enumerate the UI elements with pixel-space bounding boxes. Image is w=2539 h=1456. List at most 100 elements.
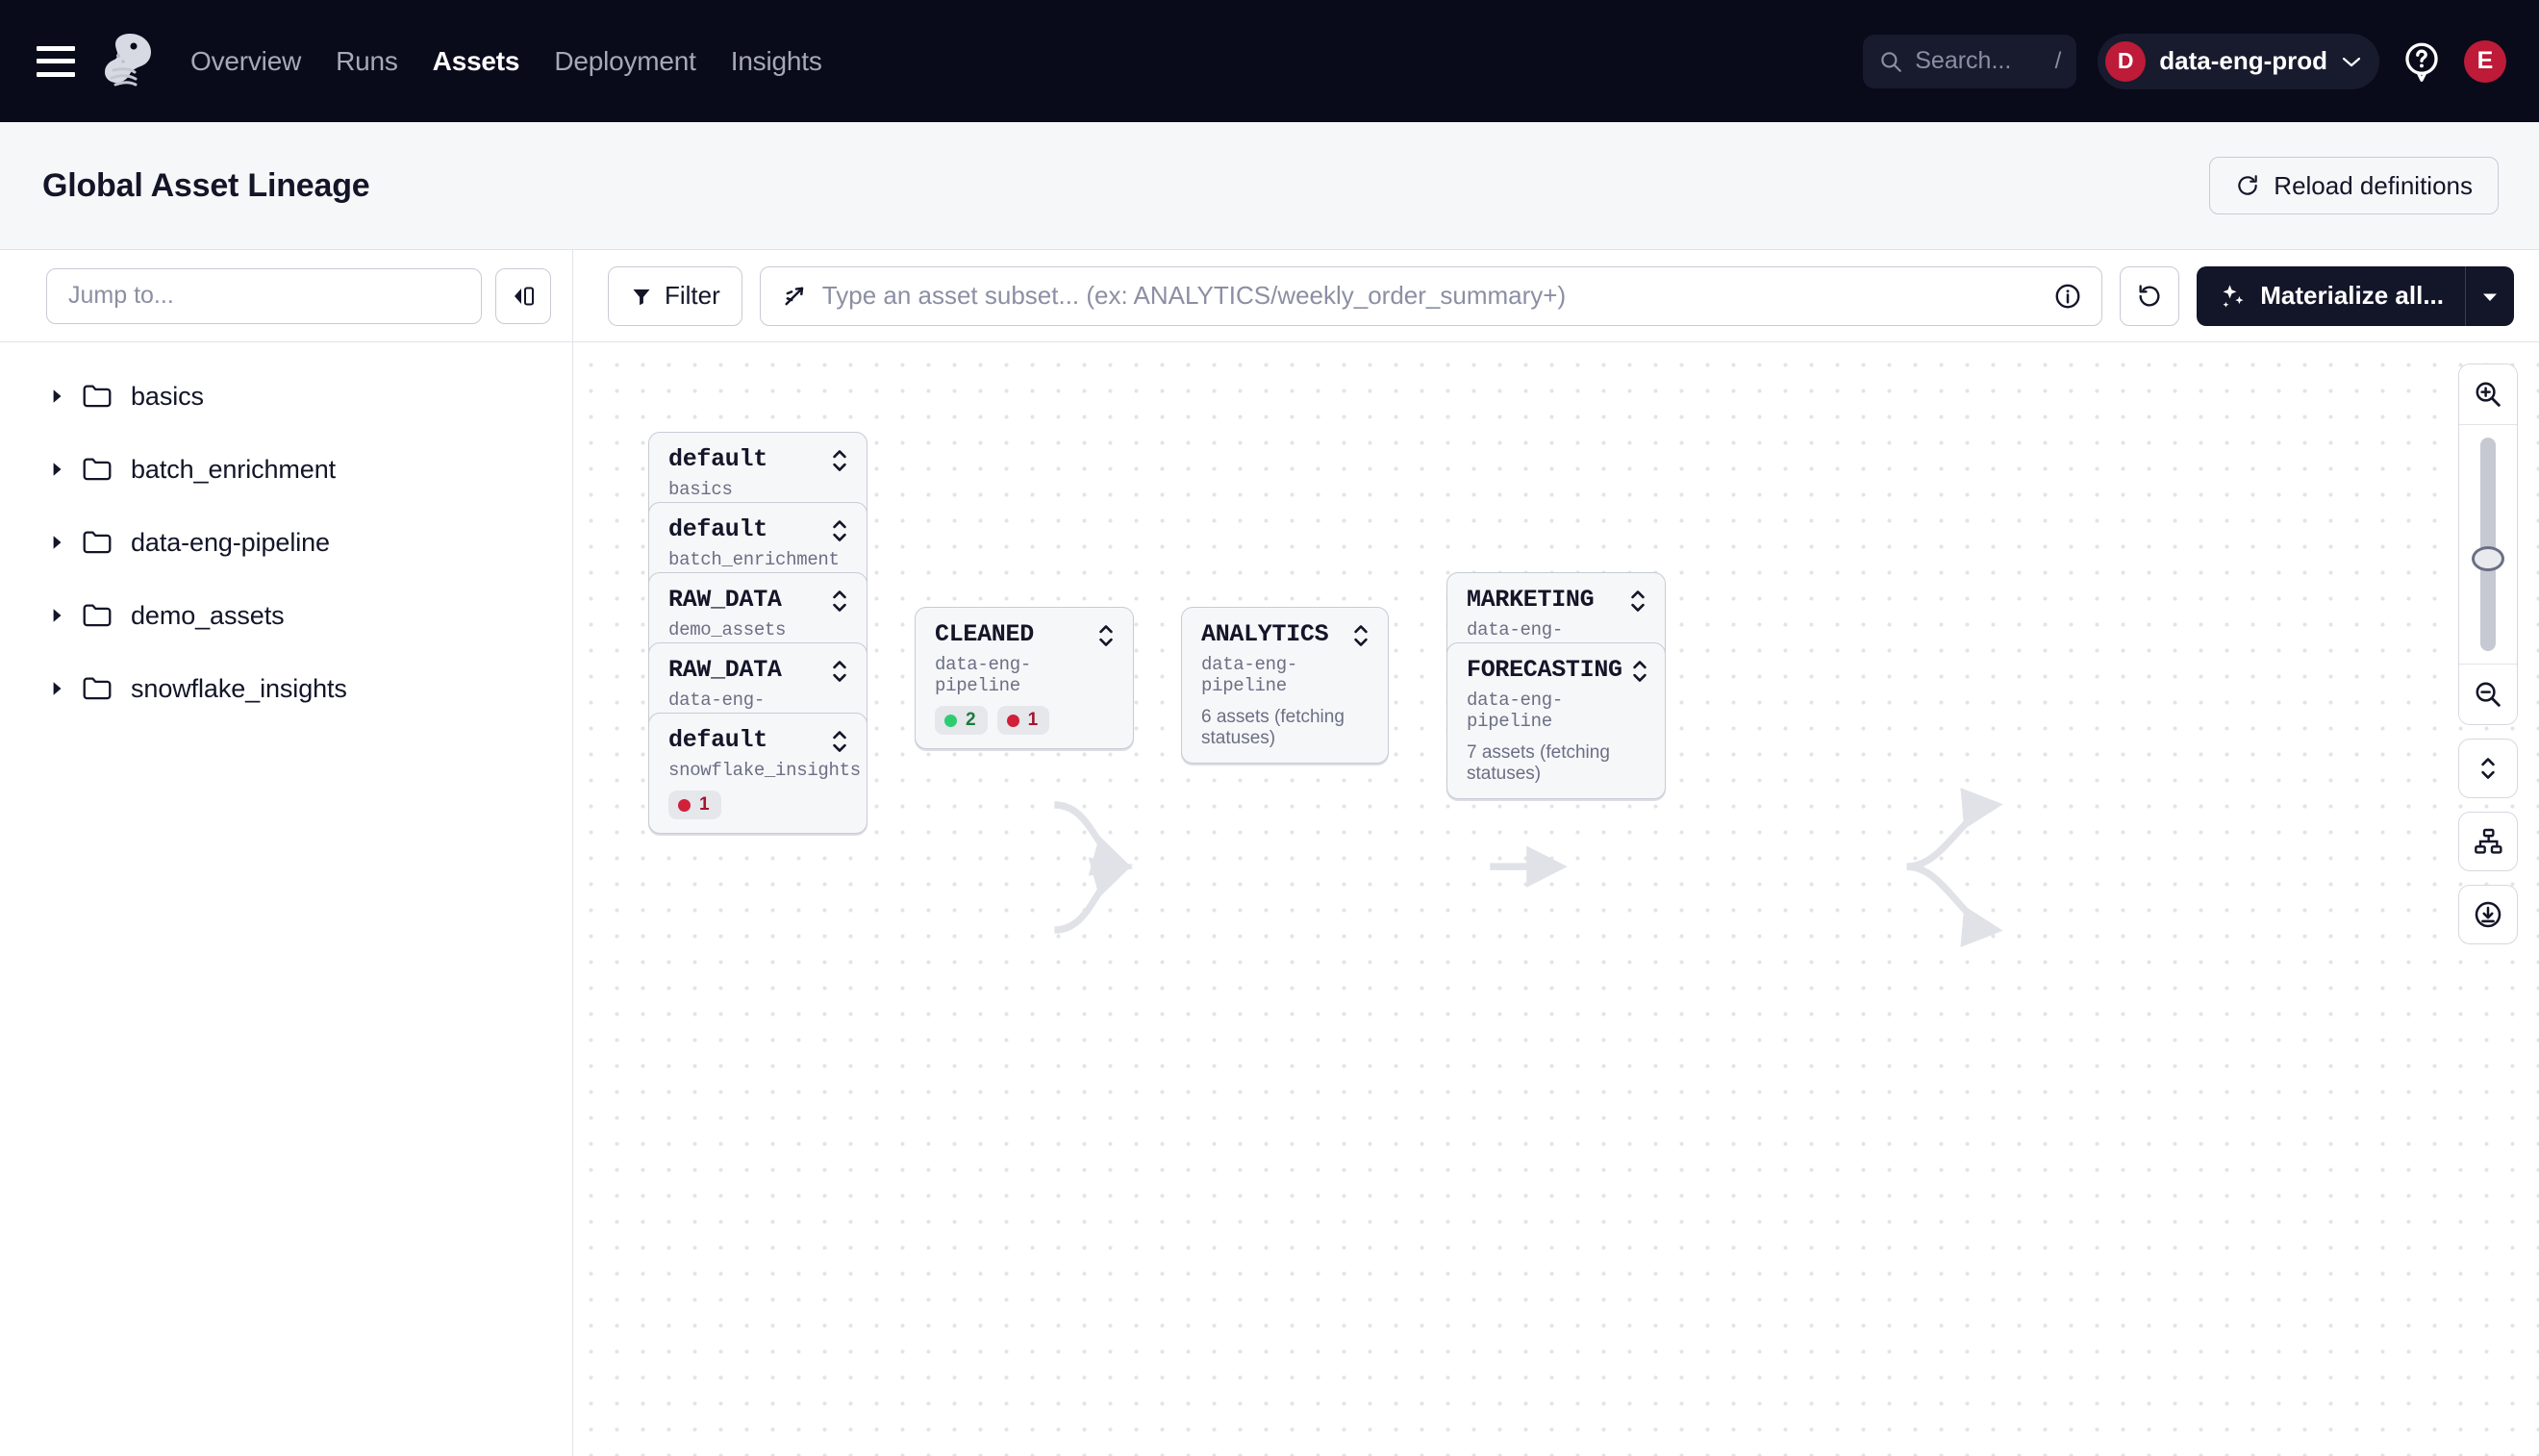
asset-node-status-text: 6 assets (fetching statuses) [1201,707,1370,749]
caret-right-icon[interactable] [50,461,63,478]
layout-toggle-button[interactable] [2458,812,2518,871]
asset-subset-placeholder: Type an asset subset... (ex: ANALYTICS/w… [822,281,2040,311]
zoom-controls [2458,364,2518,944]
nav-link-overview[interactable]: Overview [190,46,301,77]
download-graph-button[interactable] [2458,885,2518,944]
asset-node-subtitle: demo_assets [668,619,849,640]
materialize-all-button[interactable]: Materialize all... [2197,266,2514,326]
status-pill-failure[interactable]: 1 [997,706,1050,735]
sidebar-item-basics[interactable]: basics [0,360,572,433]
asset-graph-panel: Filter Type an asset subset... (ex: ANAL… [573,250,2539,1456]
caret-right-icon[interactable] [50,680,63,697]
lineage-edges [573,342,2539,1456]
zoom-in-button[interactable] [2458,364,2518,424]
info-circle-icon[interactable] [2053,282,2082,311]
asset-group-tree: basics batch_enrichment data-eng-pipelin… [0,342,572,725]
zoom-slider[interactable] [2458,425,2518,664]
search-placeholder: Search... [1915,47,2043,75]
expand-collapse-icon[interactable] [830,727,849,756]
reload-definitions-label: Reload definitions [2274,171,2473,201]
sidebar-item-data-eng-pipeline[interactable]: data-eng-pipeline [0,506,572,579]
expand-collapse-icon[interactable] [1630,657,1649,686]
expand-collapse-all-button[interactable] [2458,739,2518,798]
sparkle-icon [2220,283,2247,310]
asset-subset-input[interactable]: Type an asset subset... (ex: ANALYTICS/w… [760,266,2102,326]
asset-node-analytics[interactable]: ANALYTICS data-eng-pipeline 6 assets (fe… [1181,607,1389,764]
zoom-in-icon [2473,379,2503,410]
sidebar-item-label: batch_enrichment [131,455,336,485]
expand-collapse-icon[interactable] [830,657,849,686]
search-shortcut-hint: / [2055,48,2062,75]
hamburger-menu-icon[interactable] [37,46,75,77]
edge-demo-assets-to-cleaned [1054,805,1126,866]
global-search-input[interactable]: Search... / [1863,35,2076,88]
asset-node-subtitle: batch_enrichment [668,549,849,570]
page-body: basics batch_enrichment data-eng-pipelin… [0,250,2539,1456]
asset-node-title: FORECASTING [1467,657,1622,684]
refresh-icon [2136,283,2163,310]
expand-collapse-icon[interactable] [830,516,849,545]
sidebar-item-label: demo_assets [131,601,285,631]
sidebar-item-label: data-eng-pipeline [131,528,330,558]
sidebar-item-batch-enrichment[interactable]: batch_enrichment [0,433,572,506]
sidebar-header [0,250,572,342]
nav-link-assets[interactable]: Assets [433,46,520,77]
asset-node-status-text: 7 assets (fetching statuses) [1467,742,1647,785]
top-navigation-bar: Overview Runs Assets Deployment Insights… [0,0,2539,122]
zoom-slider-thumb[interactable] [2472,546,2504,571]
expand-collapse-icon[interactable] [1351,621,1370,650]
deployment-switcher[interactable]: D data-eng-prod [2098,34,2379,89]
folder-icon [83,530,112,555]
asset-node-snowflake-insights[interactable]: default snowflake_insights 1 [648,713,867,834]
asset-node-forecasting[interactable]: FORECASTING data-eng-pipeline 7 assets (… [1446,642,1666,799]
caret-right-icon[interactable] [50,388,63,405]
nav-link-deployment[interactable]: Deployment [554,46,695,77]
refresh-graph-button[interactable] [2120,266,2179,326]
dagster-logo-icon[interactable] [102,32,158,91]
edge-analytics-to-forecasting [1907,866,1997,930]
status-pill-failure[interactable]: 1 [668,791,721,819]
caret-right-icon[interactable] [50,607,63,624]
asset-node-title: default [668,516,822,543]
asset-node-status-pills: 2 1 [935,706,1116,735]
top-nav-right-group: Search... / D data-eng-prod E [1863,34,2506,89]
help-circle-icon[interactable] [2401,40,2443,83]
collapse-sidebar-button[interactable] [495,268,551,324]
asset-node-title: RAW_DATA [668,657,822,684]
nav-link-insights[interactable]: Insights [731,46,822,77]
chevron-down-icon [2341,55,2362,68]
asset-node-subtitle: data-eng-pipeline [1467,690,1647,732]
asset-node-cleaned[interactable]: CLEANED data-eng-pipeline 2 1 [915,607,1134,749]
sidebar-item-demo-assets[interactable]: demo_assets [0,579,572,652]
expand-collapse-icon[interactable] [1096,621,1116,650]
asset-node-subtitle: data-eng-pipeline [935,654,1116,696]
filter-label: Filter [665,281,720,311]
asset-node-subtitle: data-eng-pipeline [1201,654,1370,696]
materialize-dropdown-button[interactable] [2466,266,2514,326]
expand-collapse-icon[interactable] [830,587,849,615]
user-avatar[interactable]: E [2464,40,2506,83]
page-title: Global Asset Lineage [42,167,370,205]
filter-button[interactable]: Filter [608,266,742,326]
nav-link-runs[interactable]: Runs [336,46,398,77]
refresh-icon [2235,173,2260,198]
jump-to-input[interactable] [46,268,482,324]
asset-node-subtitle: basics [668,479,849,500]
expand-collapse-icon[interactable] [1628,587,1647,615]
status-pill-success[interactable]: 2 [935,706,988,735]
reload-definitions-button[interactable]: Reload definitions [2209,157,2499,214]
status-count: 2 [966,710,976,731]
materialize-all-label: Materialize all... [2260,281,2444,311]
expand-collapse-icon[interactable] [830,446,849,475]
sidebar-item-snowflake-insights[interactable]: snowflake_insights [0,652,572,725]
zoom-out-button[interactable] [2458,665,2518,724]
folder-icon [83,676,112,701]
asset-node-title: default [668,727,822,754]
asset-node-subtitle: snowflake_insights [668,760,849,781]
asset-node-title: MARKETING [1467,587,1621,614]
success-dot-icon [944,715,957,727]
caret-right-icon[interactable] [50,534,63,551]
asset-node-title: CLEANED [935,621,1089,648]
failure-dot-icon [678,799,691,812]
lineage-canvas[interactable]: default basics 3 default batch_enrichmen… [573,342,2539,1456]
